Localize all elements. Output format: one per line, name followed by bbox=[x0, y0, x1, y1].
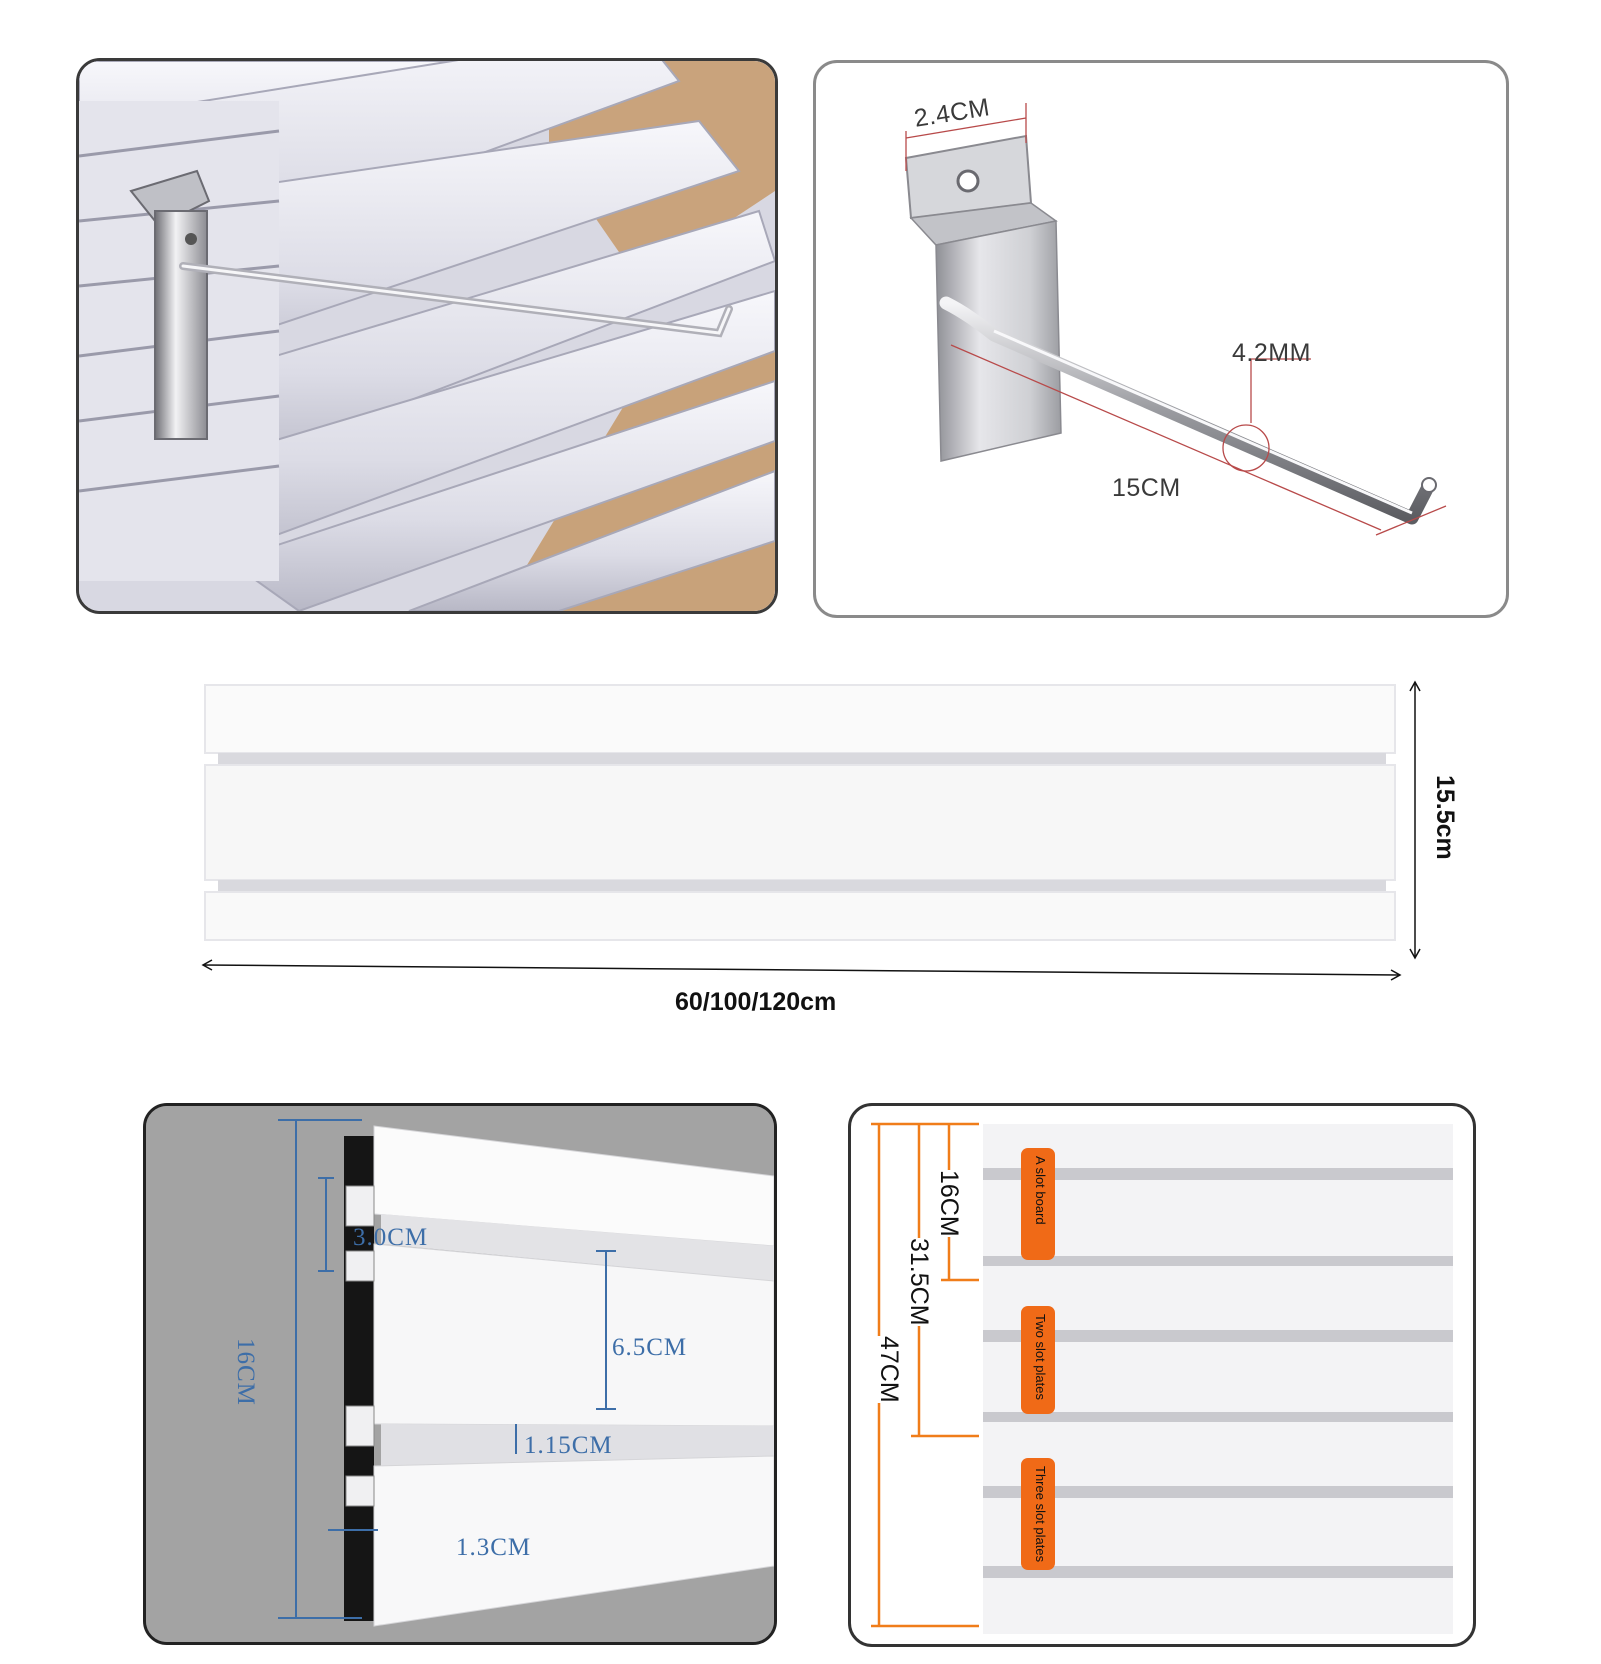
three-slot-height-label: 47CM bbox=[874, 1336, 903, 1403]
slatwall-profile-diagram: 16CM 3.0CM 6.5CM 1.15CM 1.3CM bbox=[143, 1103, 777, 1645]
profile-drawing bbox=[146, 1106, 774, 1642]
panel-height-label: 6.5CM bbox=[612, 1334, 688, 1361]
two-slot-tag: Two slot plates bbox=[1021, 1306, 1055, 1414]
slatwall-stacking-diagram: 16CM 31.5CM 47CM A slot board Two slot p… bbox=[848, 1103, 1476, 1647]
board-drawing bbox=[201, 680, 1421, 981]
three-slot-tag-text: Three slot plates bbox=[1033, 1466, 1048, 1563]
slot-opening-label: 1.15CM bbox=[524, 1432, 613, 1459]
two-slot-height-label: 31.5CM bbox=[904, 1238, 933, 1326]
slatwall-board-diagram: 60/100/120cm 15.5cm bbox=[0, 660, 1601, 1040]
slatwall-photo-illustration bbox=[79, 61, 775, 611]
wire-diameter-label: 4.2MM bbox=[1232, 339, 1311, 367]
three-slot-tag: Three slot plates bbox=[1021, 1458, 1055, 1570]
board-length-label: 60/100/120cm bbox=[675, 988, 837, 1016]
hook-on-slatwall-photo bbox=[76, 58, 778, 614]
profile-total-height-label: 16CM bbox=[232, 1338, 259, 1406]
depth-label: 1.3CM bbox=[456, 1534, 532, 1561]
hook-drawing bbox=[904, 103, 1447, 536]
one-slot-height-label: 16CM bbox=[934, 1170, 963, 1237]
stacking-drawing bbox=[871, 1122, 1453, 1634]
two-slot-tag-text: Two slot plates bbox=[1033, 1314, 1048, 1400]
one-slot-tag: A slot board bbox=[1021, 1148, 1055, 1260]
hook-dimension-diagram: 2.4CM 4.2MM 15CM bbox=[813, 60, 1509, 618]
hook-length-label: 15CM bbox=[1112, 474, 1181, 502]
board-height-label: 15.5cm bbox=[1431, 775, 1459, 860]
slot-gap-label: 3.0CM bbox=[353, 1224, 429, 1251]
one-slot-tag-text: A slot board bbox=[1033, 1156, 1048, 1225]
